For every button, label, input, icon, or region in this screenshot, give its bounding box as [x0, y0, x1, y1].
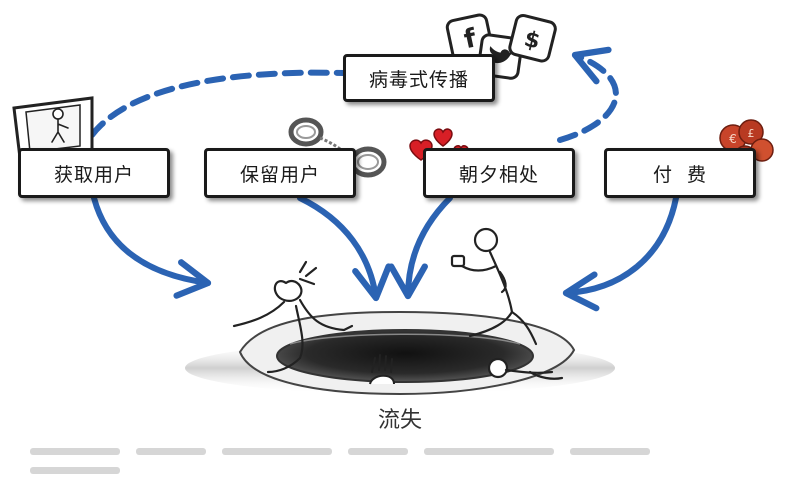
- stage-retain-label: 保留用户: [240, 160, 320, 187]
- stage-acquire-box: 获取用户: [18, 148, 170, 198]
- stage-engage-label: 朝夕相处: [459, 160, 539, 187]
- stage-engage-box: 朝夕相处: [423, 148, 575, 198]
- svg-text:£: £: [748, 127, 755, 140]
- arrow-acquire-to-churn: [94, 198, 208, 283]
- arrow-pay-to-churn: [566, 198, 676, 293]
- churn-caption: 流失: [340, 402, 460, 434]
- stage-retain-box: 保留用户: [204, 148, 356, 198]
- svg-text:€: €: [729, 132, 737, 146]
- cropped-text-line: [30, 440, 770, 452]
- stage-pay-label: 付 费: [653, 160, 707, 187]
- viral-spread-label: 病毒式传播: [369, 65, 469, 92]
- viral-spread-box: 病毒式传播: [343, 54, 495, 102]
- viral-loop-arrow-right: [560, 55, 616, 140]
- stage-acquire-label: 获取用户: [54, 160, 134, 187]
- arrow-engage-to-churn: [408, 198, 450, 296]
- stage-pay-box: 付 费: [604, 148, 756, 198]
- hole-illustration: [185, 229, 615, 394]
